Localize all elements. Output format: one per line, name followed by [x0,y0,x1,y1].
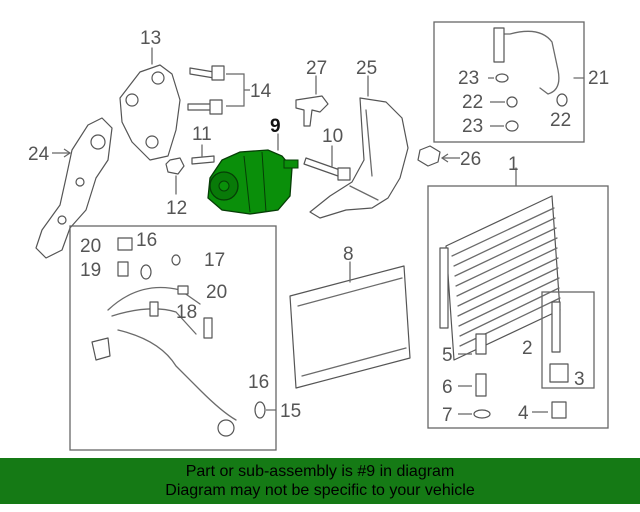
part-27-bracket [295,75,329,127]
callout-15: 15 [280,401,301,422]
callout-20b: 20 [206,282,227,303]
part-12-nut [165,157,185,195]
callout-16a: 16 [136,230,157,251]
part-10-bolt [303,145,351,181]
part-14-bolts [187,65,250,115]
callout-20a: 20 [80,236,101,257]
callout-9: 9 [270,116,281,137]
callout-21: 21 [588,68,609,89]
callout-8: 8 [343,244,354,265]
callout-22a: 22 [462,92,483,113]
callout-25: 25 [356,58,377,79]
callout-3: 3 [574,369,585,390]
box-15-hose-assembly [69,225,277,451]
part-11-stud [191,144,215,165]
parts-4-7 [458,333,567,419]
callout-7: 7 [442,405,453,426]
banner-line-1: Part or sub-assembly is #9 in diagram [185,463,455,480]
callout-17: 17 [204,250,225,271]
callout-16b: 16 [248,372,269,393]
callout-2: 2 [522,338,533,359]
callout-6: 6 [442,377,453,398]
callout-4: 4 [518,403,529,424]
box-21-hose-kit [433,21,585,143]
callout-24: 24 [28,144,50,165]
part-26-plug [417,145,460,167]
part-13-mount-bracket [119,47,181,161]
callout-19: 19 [80,260,101,281]
callout-23b: 23 [462,116,483,137]
callout-18: 18 [176,302,197,323]
part-24-bracket [35,117,113,259]
callout-26: 26 [460,149,481,170]
callout-10: 10 [322,126,343,147]
callout-1: 1 [508,154,519,175]
info-banner: Part or sub-assembly is #9 in diagram Di… [0,458,640,504]
box-2-3-drier [541,291,595,389]
callout-13: 13 [140,28,161,49]
part-8-frame [289,261,411,389]
part-25-heat-shield [309,75,409,219]
callout-14: 14 [250,81,272,102]
callout-23a: 23 [458,68,479,89]
callout-22b: 22 [550,110,571,131]
part-9-compressor [207,133,299,215]
callout-11: 11 [192,124,212,145]
box-1-condenser [427,167,609,429]
callout-27: 27 [306,58,327,79]
parts-diagram: 1 2 3 4 5 6 7 8 9 10 11 12 13 14 15 16 1… [28,21,609,451]
callout-5: 5 [442,345,453,366]
callout-12: 12 [166,198,187,219]
banner-line-2: Diagram may not be specific to your vehi… [165,482,475,499]
